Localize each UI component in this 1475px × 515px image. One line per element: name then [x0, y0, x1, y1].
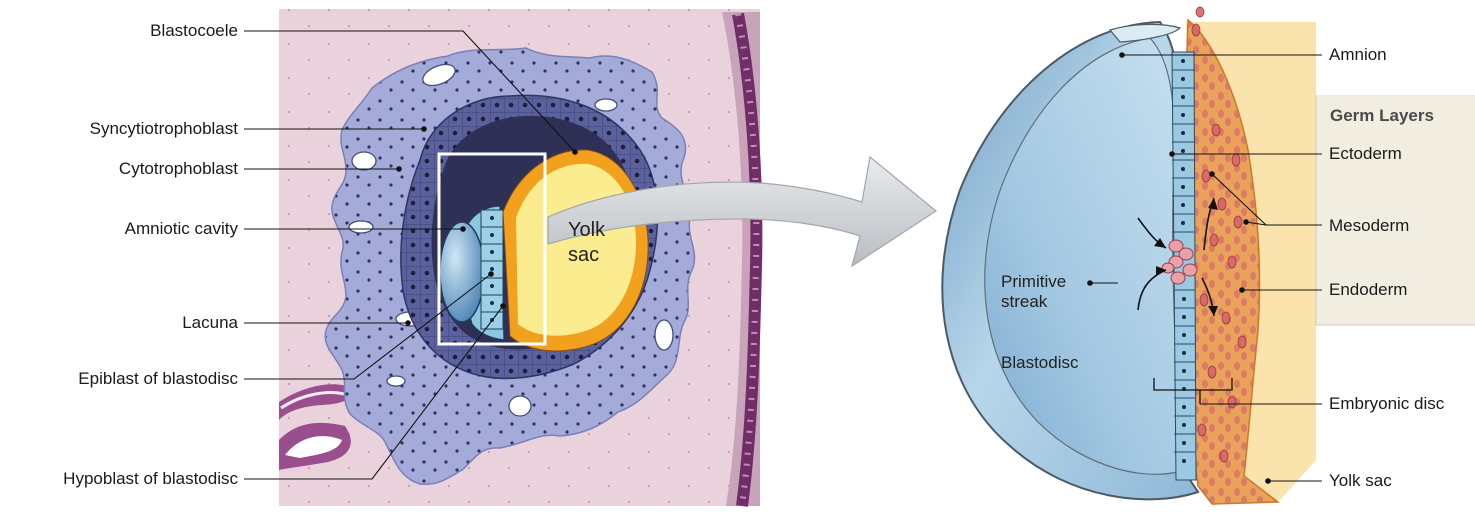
label-amnion: Amnion [1329, 45, 1387, 65]
label-amniotic-cavity: Amniotic cavity [125, 219, 238, 239]
label-embryonic-disc: Embryonic disc [1329, 394, 1444, 414]
label-yolk-sac-inner-2: sac [568, 243, 599, 267]
label-blastodisc: Blastodisc [1001, 353, 1078, 373]
amniotic-cavity [440, 222, 484, 322]
label-lacuna: Lacuna [182, 313, 238, 333]
implantation-figure [244, 9, 760, 506]
label-ectoderm: Ectoderm [1329, 144, 1402, 164]
label-syncytiotrophoblast: Syncytiotrophoblast [90, 119, 238, 139]
label-primitive-2: streak [1001, 292, 1047, 312]
embryonic-disc-figure [942, 7, 1475, 504]
label-endoderm: Endoderm [1329, 280, 1407, 300]
label-yolk-sac: Yolk sac [1329, 471, 1392, 491]
label-hypoblast: Hypoblast of blastodisc [63, 469, 238, 489]
label-mesoderm: Mesoderm [1329, 216, 1409, 236]
label-epiblast: Epiblast of blastodisc [78, 369, 238, 389]
label-primitive-1: Primitive [1001, 272, 1066, 292]
germ-layers-title: Germ Layers [1330, 106, 1434, 126]
label-cytotrophoblast: Cytotrophoblast [119, 159, 238, 179]
label-blastocoele: Blastocoele [150, 21, 238, 41]
label-yolk-sac-inner-1: Yolk [568, 218, 605, 242]
